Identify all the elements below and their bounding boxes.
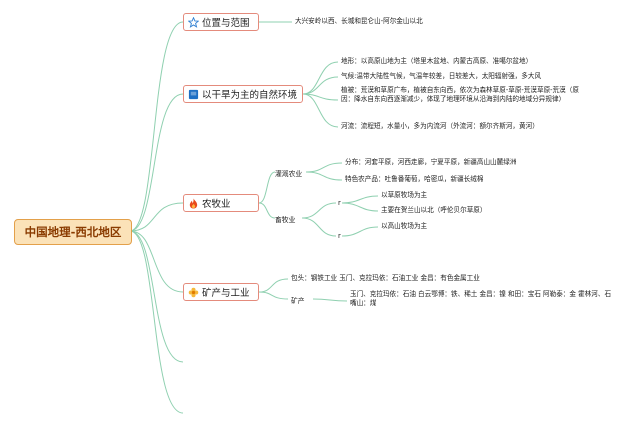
environment-leaf-climate: 气候:温带大陆性气候，气温年较差，日较差大，太阳辐射强，多大风 bbox=[341, 72, 542, 80]
livestock-leaf-alpine: 以高山牧场为主 bbox=[381, 222, 428, 230]
location-leaf: 大兴安岭以西、长城和昆仑山-阿尔金山以北 bbox=[295, 17, 423, 25]
environment-leaf-rivers: 河流：流程短，水量小，多为内流河（外流河：额尔齐斯河，黄河） bbox=[341, 122, 539, 130]
topic-environment[interactable]: 以干旱为主的自然环境 bbox=[183, 85, 303, 103]
minerals-leaf-baotou: 包头：钢铁工业 玉门、克拉玛依：石油工业 金昌：有色金属工业 bbox=[291, 274, 480, 282]
minerals-leaf-deposits: 玉门、克拉玛依：石油 白云鄂博：铁、稀土 金昌：镍 和田：宝石 阿勒泰：金 霍林… bbox=[350, 290, 612, 307]
branch-minerals bbox=[129, 230, 184, 293]
topic-environment-label: 以干旱为主的自然环境 bbox=[202, 90, 298, 101]
livestock-group-2: r bbox=[338, 232, 341, 240]
irrigated-leaf-products: 特色农产品：吐鲁番葡萄，哈密瓜，新疆长绒棉 bbox=[345, 175, 484, 183]
minerals-subtopic: 矿产 bbox=[291, 297, 305, 305]
fire-icon bbox=[188, 197, 199, 209]
star-icon bbox=[188, 16, 199, 28]
topic-agriculture[interactable]: 农牧业 bbox=[183, 194, 259, 212]
livestock-farming: 畜牧业 bbox=[275, 216, 296, 224]
topic-agriculture-label: 农牧业 bbox=[202, 199, 231, 210]
branch-environment bbox=[129, 93, 184, 232]
topic-location-label: 位置与范围 bbox=[202, 18, 250, 29]
livestock-leaf-helan: 主要在贺兰山以北（呼伦贝尔草原） bbox=[381, 206, 487, 214]
flag-icon bbox=[188, 89, 199, 100]
flower-icon bbox=[188, 287, 199, 298]
root-title: 中国地理-西北地区 bbox=[24, 225, 122, 239]
irrigated-leaf-distribution: 分布：河套平原，河西走廊，宁夏平原，新疆高山山麓绿洲 bbox=[345, 158, 517, 166]
branch-agriculture bbox=[129, 202, 184, 232]
topic-location[interactable]: 位置与范围 bbox=[183, 13, 259, 31]
livestock-group-1: r bbox=[338, 199, 341, 207]
environment-leaf-terrain: 地形：以高原山地为主（塔里木盆地、内蒙古高原、准噶尔盆地） bbox=[341, 57, 533, 65]
branch-empty-2 bbox=[129, 230, 184, 414]
irrigated-agriculture: 灌溉农业 bbox=[275, 170, 303, 178]
root-node[interactable]: 中国地理-西北地区 bbox=[14, 219, 132, 245]
branch-location bbox=[129, 21, 184, 232]
topic-minerals[interactable]: 矿产与工业 bbox=[183, 283, 259, 301]
environment-leaf-vegetation: 植被：荒漠和草原广布，植被自东向西，依次为森林草原-草原-荒漠草原-荒漠（原因：… bbox=[341, 86, 579, 103]
topic-minerals-label: 矿产与工业 bbox=[202, 288, 250, 299]
livestock-leaf-grassland: 以草原牧场为主 bbox=[381, 191, 428, 199]
branch-empty-1 bbox=[129, 230, 184, 363]
